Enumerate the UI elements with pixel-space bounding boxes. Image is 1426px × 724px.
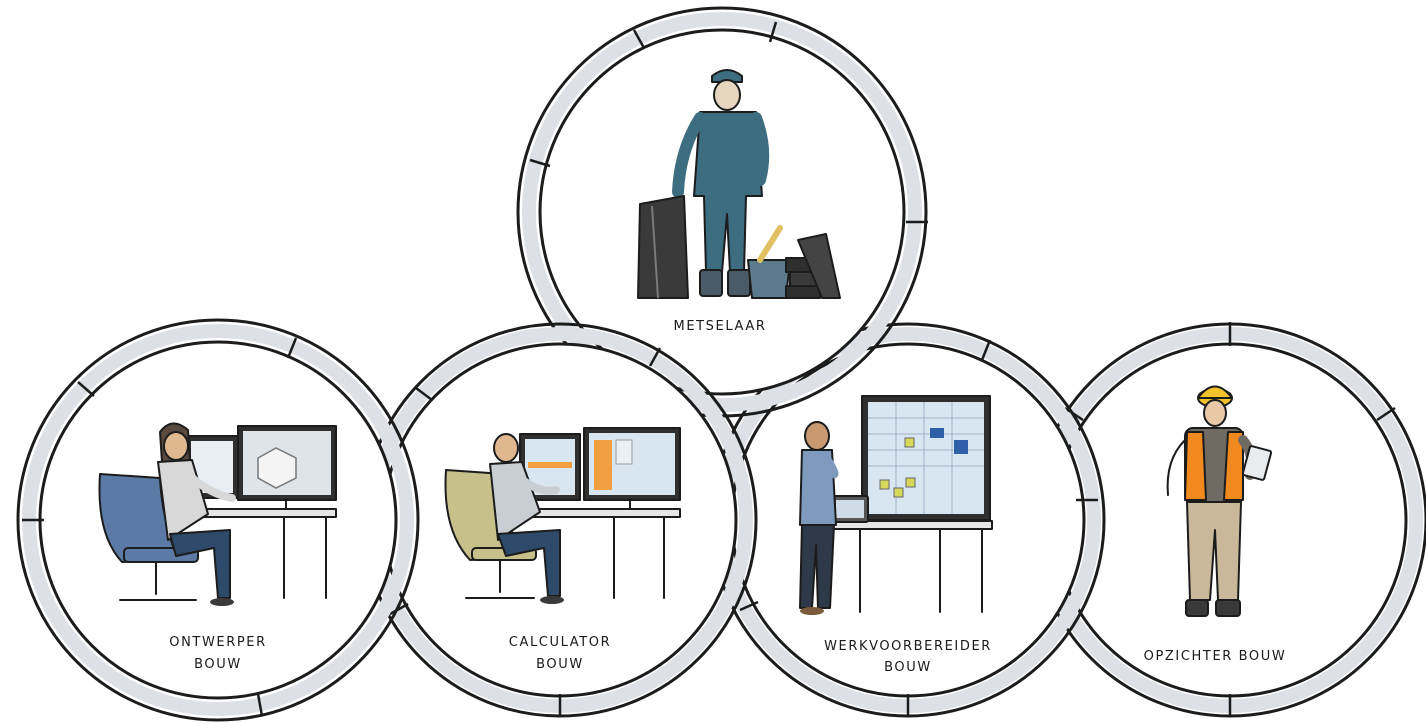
role-label-calculator: CALCULATOR — [509, 635, 611, 650]
role-circle-metselaar: METSELAAR — [516, 6, 928, 418]
role-label-ontwerper-line2: BOUW — [194, 657, 242, 672]
role-circle-calculator: CALCULATOR BOUW — [362, 322, 758, 718]
ring-segment-gaps — [22, 337, 298, 717]
planner-illustration — [799, 395, 993, 615]
role-label-calculator-line2: BOUW — [536, 657, 584, 672]
role-label-ontwerper: ONTWERPER — [169, 635, 267, 650]
role-label-opzichter: OPZICHTER BOUW — [1144, 649, 1287, 664]
calculator-illustration — [444, 427, 681, 604]
role-circle-werkvoorbereider: WERKVOORBEREIDER BOUW — [710, 322, 1106, 718]
supervisor-illustration — [1166, 385, 1273, 617]
ring-outer — [16, 318, 420, 722]
designer-illustration — [98, 422, 337, 606]
ring-segment-gaps — [529, 21, 928, 224]
role-label-werkvoorbereider: WERKVOORBEREIDER — [824, 639, 992, 654]
bricklayer-illustration — [637, 69, 841, 299]
role-circle-ontwerper: ONTWERPER BOUW — [16, 318, 420, 722]
ring-band — [522, 12, 922, 412]
role-label-werkvoorbereider-line2: BOUW — [884, 660, 932, 675]
ring-segment-gaps — [739, 339, 1098, 716]
ring-segment-gaps — [389, 347, 662, 716]
role-label-metselaar: METSELAAR — [674, 319, 767, 334]
